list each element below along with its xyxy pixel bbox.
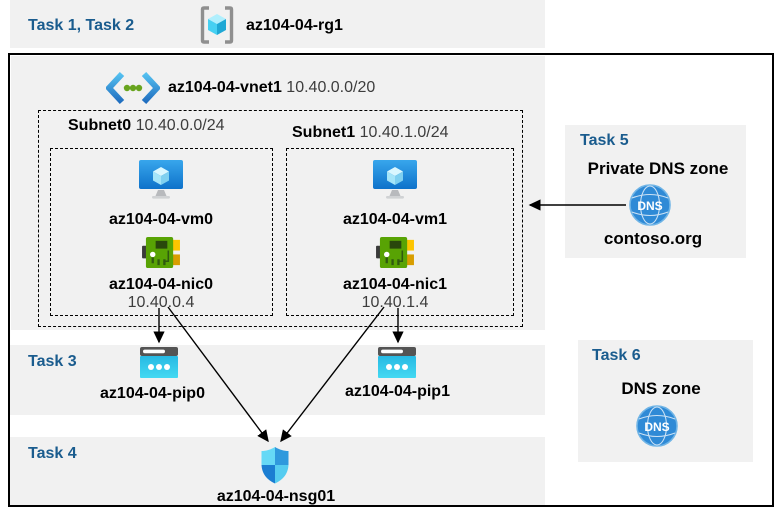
task12-band <box>10 0 545 48</box>
task3-band <box>10 345 545 415</box>
nic0-name: az104-04-nic0 <box>108 276 214 293</box>
dns-zone-icon-text: DNS <box>644 420 669 434</box>
pip1-icon <box>378 347 416 378</box>
subnet1-cidr: 10.40.1.0/24 <box>359 124 449 141</box>
nic0-icon <box>142 235 180 270</box>
task4-label: Task 4 <box>28 445 77 462</box>
task3-label: Task 3 <box>28 353 77 370</box>
pip0-icon <box>140 347 178 378</box>
nsg-shield-icon <box>261 446 289 485</box>
vm0-name: az104-04-vm0 <box>108 211 214 228</box>
vm0-icon <box>138 159 184 201</box>
subnet0-box <box>50 148 273 316</box>
private-dns-icon-text: DNS <box>637 199 662 213</box>
nic1-ip: 10.40.1.4 <box>361 294 429 311</box>
resource-group-boundary <box>8 53 774 507</box>
subnet0-name: Subnet0 <box>68 117 132 134</box>
subnet1-title: Subnet1 10.40.1.0/24 <box>292 124 449 142</box>
nic1-name: az104-04-nic1 <box>342 276 448 293</box>
subnet1-box <box>286 148 514 316</box>
vm1-name: az104-04-vm1 <box>342 211 448 228</box>
task6-label: Task 6 <box>592 347 641 364</box>
nic0-ip: 10.40.0.4 <box>127 294 195 311</box>
dns-zone-icon: DNS <box>636 405 678 447</box>
subnet0-title: Subnet0 10.40.0.0/24 <box>68 117 225 135</box>
vnet-name: az104-04-vnet1 <box>168 79 282 96</box>
private-dns-zone-name: contoso.org <box>603 229 703 248</box>
task12-label: Task 1, Task 2 <box>28 17 135 34</box>
virtual-network-icon <box>106 71 160 105</box>
task5-label: Task 5 <box>580 132 629 149</box>
private-dns-zone-title: Private DNS zone <box>587 159 729 178</box>
nsg-name: az104-04-nsg01 <box>216 488 336 505</box>
subnet0-cidr: 10.40.0.0/24 <box>135 117 225 134</box>
subnet1-name: Subnet1 <box>292 124 356 141</box>
resource-group-icon <box>198 5 236 45</box>
vnet-title: az104-04-vnet1 10.40.0.0/20 <box>168 79 375 97</box>
vnet-cidr: 10.40.0.0/20 <box>286 79 376 96</box>
vm1-icon <box>372 159 418 201</box>
private-dns-icon: DNS <box>629 184 671 226</box>
pip1-name: az104-04-pip1 <box>345 383 450 400</box>
dns-zone-title: DNS zone <box>621 379 701 398</box>
vnet-region <box>11 56 545 330</box>
pip0-name: az104-04-pip0 <box>100 385 205 402</box>
resource-group-name: az104-04-rg1 <box>246 17 343 34</box>
nic1-icon <box>376 235 414 270</box>
